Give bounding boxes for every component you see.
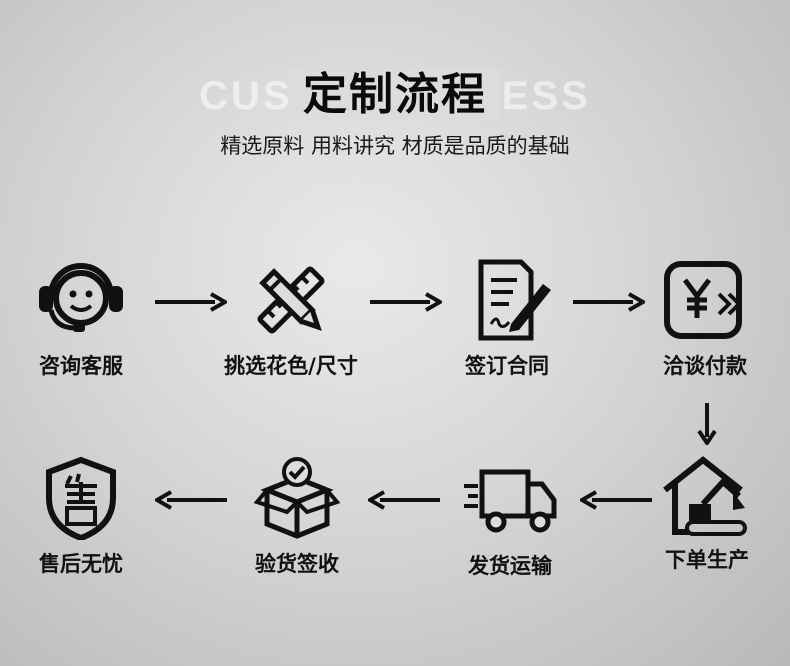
step-payment: 洽谈付款: [630, 258, 780, 380]
arrow-left-icon: [368, 490, 440, 510]
step-select: 挑选花色/尺寸: [216, 258, 366, 380]
step-label: 下单生产: [665, 548, 749, 572]
page-title: 定制流程: [0, 58, 790, 122]
headset-smiley-icon: [39, 263, 123, 332]
contract-pen-icon: [478, 259, 551, 341]
pencil-ruler-icon: [257, 266, 325, 334]
step-label: 发货运输: [468, 554, 552, 578]
arrow-right-icon: [155, 292, 227, 312]
arrow-left-icon: [580, 490, 652, 510]
arrow-right-icon: [370, 292, 442, 312]
step-label: 咨询客服: [39, 354, 123, 378]
arrow-down-icon: [697, 403, 717, 445]
step-label: 售后无忧: [39, 552, 123, 576]
step-label: 验货签收: [255, 552, 339, 576]
factory-excavator-icon: [663, 456, 747, 536]
delivery-truck-icon: [464, 469, 557, 533]
step-label: 挑选花色/尺寸: [224, 354, 358, 378]
yuan-payment-icon: [664, 261, 742, 339]
step-after-sales: 售后无忧: [6, 456, 156, 578]
arrow-right-icon: [573, 292, 645, 312]
step-label: 洽谈付款: [663, 354, 747, 378]
arrow-left-icon: [155, 490, 227, 510]
step-consult: 咨询客服: [6, 258, 156, 380]
step-shipping: 发货运输: [435, 458, 585, 580]
package-check-icon: [253, 457, 341, 539]
step-contract: 签订合同: [432, 258, 582, 380]
step-production: 下单生产: [632, 452, 782, 574]
shield-after-sales-icon: [46, 456, 116, 540]
step-inspect: 验货签收: [222, 456, 372, 578]
step-label: 签订合同: [465, 354, 549, 378]
page-subtitle: 精选原料 用料讲究 材质是品质的基础: [220, 134, 570, 158]
